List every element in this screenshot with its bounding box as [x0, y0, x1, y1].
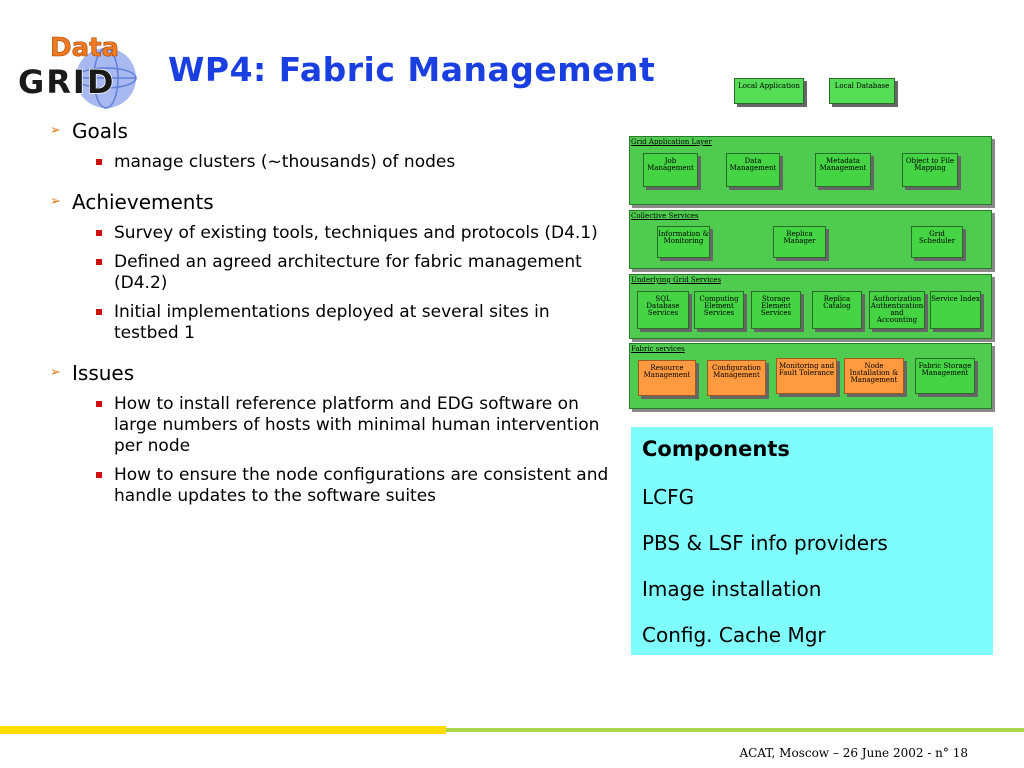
components-heading: Components	[642, 437, 790, 461]
sub-bullet: Survey of existing tools, techniques and…	[50, 223, 610, 244]
square-bullet-icon	[96, 159, 102, 165]
footer-bar-green	[446, 728, 1024, 732]
service-box: Data Management	[726, 153, 780, 187]
arrow-bullet-icon: ➢	[50, 123, 61, 138]
service-box: Fabric Storage Management	[915, 358, 975, 394]
service-box: Service Index	[930, 291, 981, 329]
components-box: Components LCFG PBS & LSF info providers…	[631, 427, 993, 655]
square-bullet-icon	[96, 309, 102, 315]
sub-bullet: How to install reference platform and ED…	[50, 394, 610, 457]
square-bullet-icon	[96, 259, 102, 265]
service-box: Metadata Management	[815, 153, 871, 187]
bullet-issues: ➢ Issues	[50, 361, 135, 385]
component-item: Config. Cache Mgr	[642, 623, 826, 647]
sub-bullet: manage clusters (~thousands) of nodes	[50, 152, 610, 173]
square-bullet-icon	[96, 401, 102, 407]
bullet-list: ➢ Goals manage clusters (~thousands) of …	[50, 118, 610, 507]
sub-bullet: How to ensure the node configurations ar…	[50, 465, 610, 507]
bullet-goals: ➢ Goals	[50, 119, 128, 143]
component-item: PBS & LSF info providers	[642, 531, 888, 555]
local-application-box: Local Application	[734, 78, 804, 104]
sub-bullet: Initial implementations deployed at seve…	[50, 302, 610, 344]
service-box: Monitoring and Fault Tolerance	[776, 358, 837, 394]
service-box: Node Installation & Management	[844, 358, 904, 394]
service-box: Replica Manager	[773, 226, 826, 258]
service-box: Job Management	[643, 153, 698, 187]
service-box: Information & Monitoring	[657, 226, 710, 258]
logo-grid-text: GRID	[18, 63, 115, 101]
service-box: Grid Scheduler	[911, 226, 963, 258]
logo-data-text: Data	[50, 33, 119, 63]
page-title: WP4: Fabric Management	[168, 50, 656, 89]
local-database-box: Local Database	[829, 78, 895, 104]
sub-bullet: Defined an agreed architecture for fabri…	[50, 252, 610, 294]
component-item: Image installation	[642, 577, 822, 601]
datagrid-logo: Data GRID	[14, 30, 156, 112]
service-box: Replica Catalog	[812, 291, 862, 329]
footer-bar-yellow	[0, 726, 446, 734]
square-bullet-icon	[96, 230, 102, 236]
service-box: Configuration Management	[707, 360, 766, 396]
square-bullet-icon	[96, 472, 102, 478]
service-box: Computing Element Services	[694, 291, 744, 329]
service-box: Resource Management	[638, 360, 696, 396]
service-box: Object to File Mapping	[902, 153, 958, 187]
footer-text: ACAT, Moscow – 26 June 2002 - n° 18	[739, 746, 968, 760]
service-box: SQL Database Services	[637, 291, 689, 329]
component-item: LCFG	[642, 485, 695, 509]
service-box: Authorization Authentication and Account…	[869, 291, 925, 329]
arrow-bullet-icon: ➢	[50, 194, 61, 209]
bullet-achievements: ➢ Achievements	[50, 190, 214, 214]
service-box: Storage Element Services	[751, 291, 801, 329]
arrow-bullet-icon: ➢	[50, 365, 61, 380]
